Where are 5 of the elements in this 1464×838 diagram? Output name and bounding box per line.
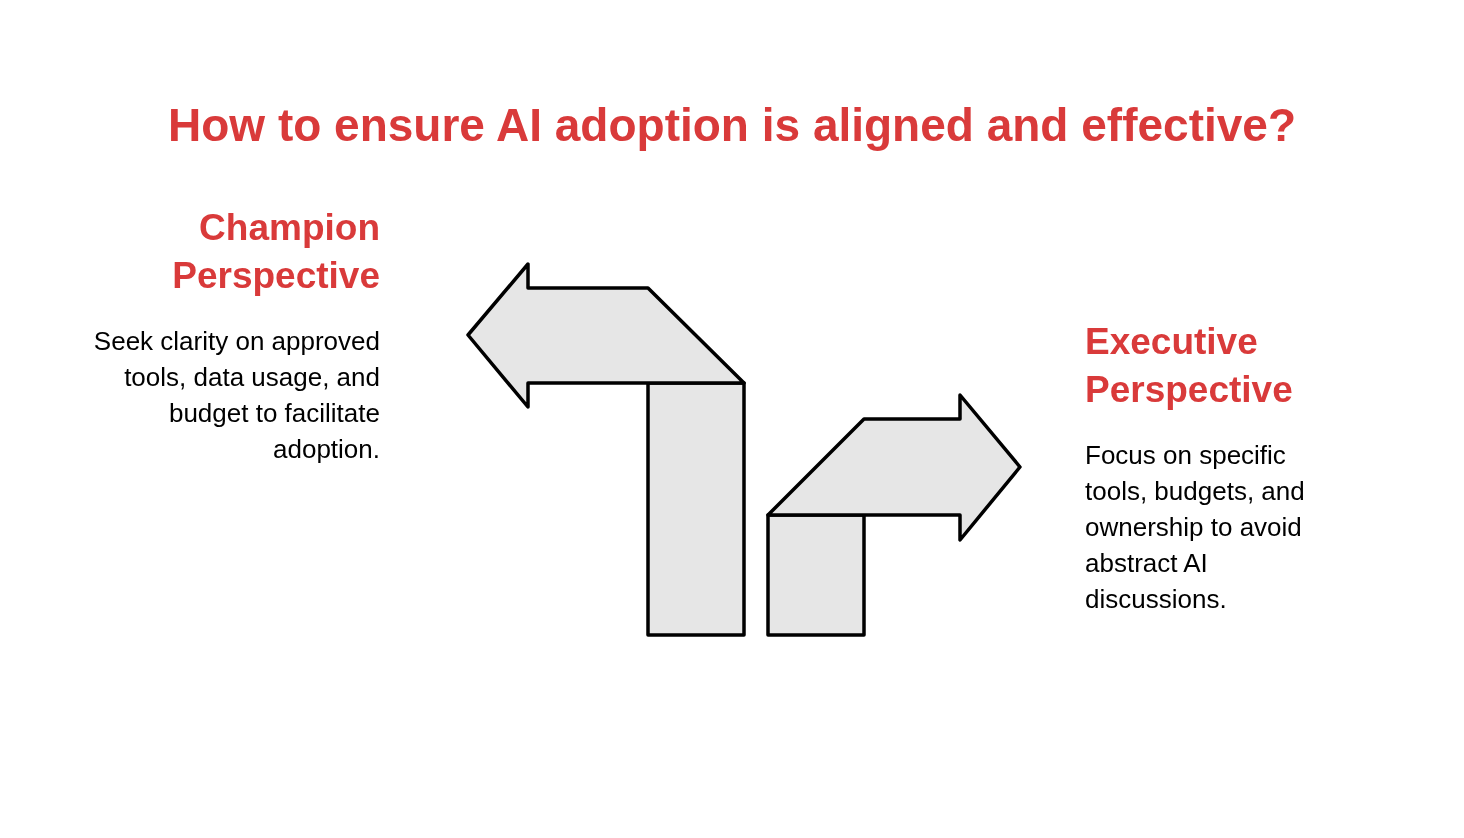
description: Focus on specific tools, budgets, and ownership to avoid abstract AI discussions.	[1085, 439, 1306, 616]
heading: Champion Perspective	[171, 206, 380, 298]
description: Seek clarity on approved tools, data usage, and budget to facilitate adoption.	[92, 325, 380, 466]
heading: Executive Perspective	[1085, 320, 1294, 412]
title: How to ensure AI adoption is aligned and effective?	[167, 98, 1297, 152]
